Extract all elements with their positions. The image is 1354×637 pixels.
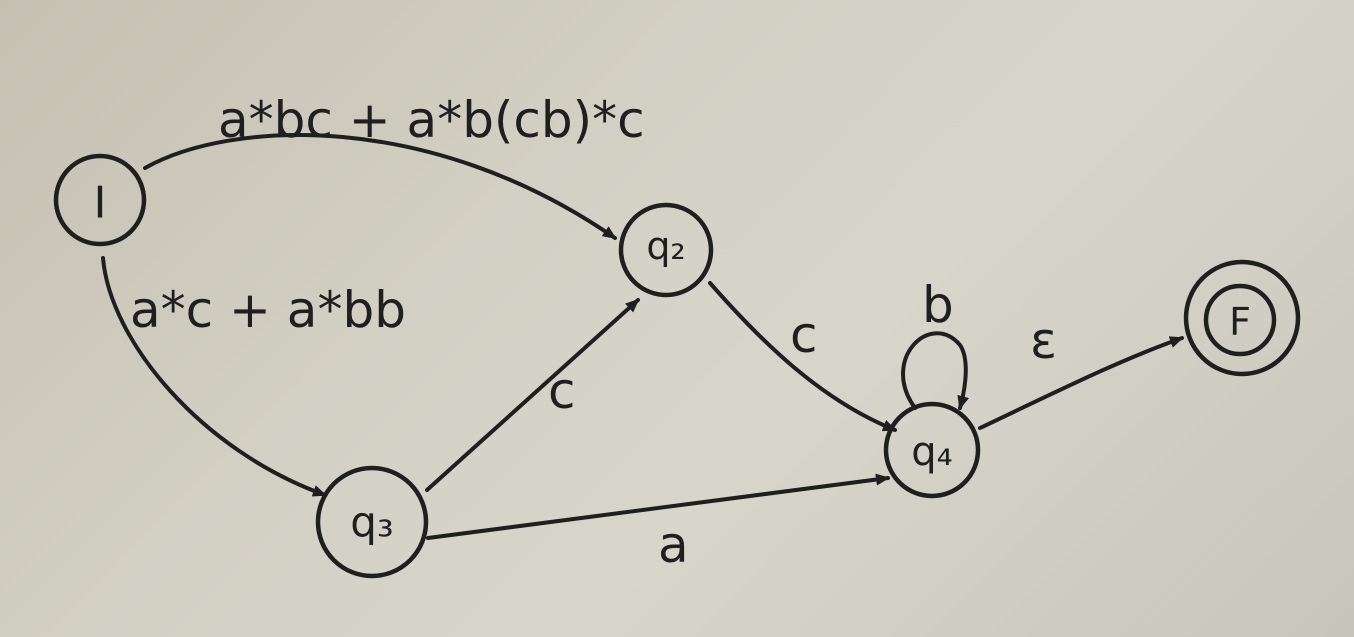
edge-q3-q4 <box>426 473 890 540</box>
node-F: F <box>1183 259 1301 377</box>
node-q2: q₂ <box>618 202 714 298</box>
node-q3-label: q₃ <box>350 498 394 547</box>
edge-label-q4-F: ε <box>1030 312 1057 370</box>
edge-label-q3-q4: a <box>658 516 689 574</box>
edge-I-q2 <box>143 133 617 240</box>
edge-I-q3 <box>101 256 327 497</box>
edge-q4-loop <box>901 331 969 410</box>
edge-label-q3-q2: c <box>548 362 576 420</box>
edge-q3-q2 <box>425 298 640 492</box>
node-F-label: F <box>1229 300 1251 344</box>
node-q4-label: q₄ <box>911 429 952 475</box>
node-q2-label: q₂ <box>646 224 685 268</box>
node-I-label: I <box>94 178 107 229</box>
edge-label-q4-loop: b <box>922 276 954 334</box>
edge-label-I-q2: a*bc + a*b(cb)*c <box>218 91 645 149</box>
node-q4: q₄ <box>883 401 981 499</box>
edge-q4-F <box>978 336 1184 430</box>
node-I: I <box>53 153 147 247</box>
node-q3: q₃ <box>315 465 429 579</box>
edge-q2-q4 <box>708 281 897 432</box>
edge-label-I-q3: a*c + a*bb <box>130 281 406 339</box>
edge-label-q2-q4: c <box>790 306 818 364</box>
